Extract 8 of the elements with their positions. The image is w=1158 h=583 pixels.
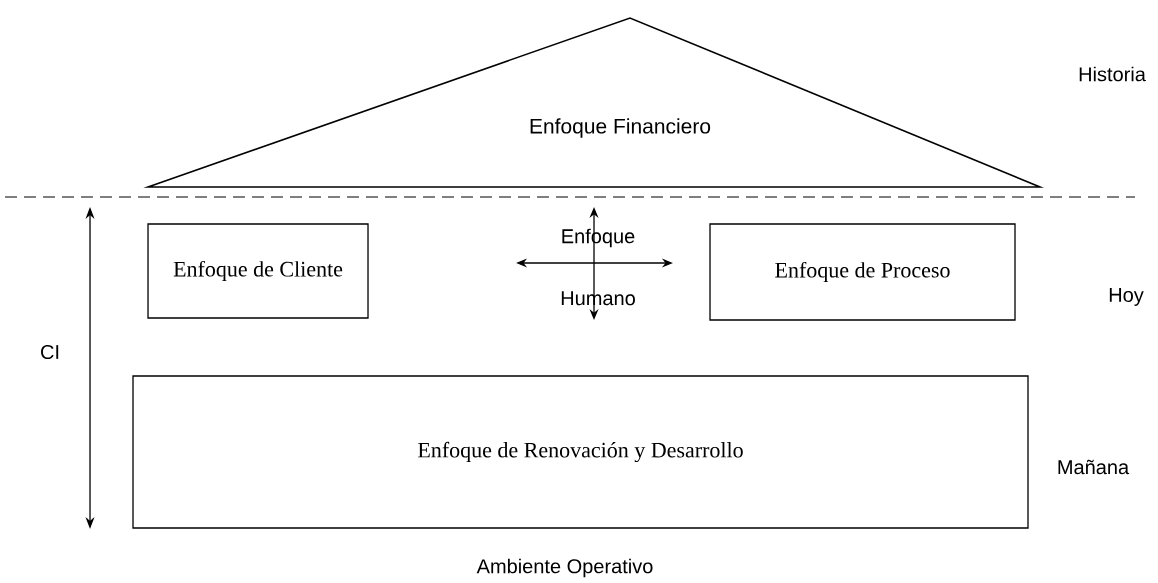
period-label: Hoy xyxy=(1109,288,1144,306)
period-label: Mañana xyxy=(1058,459,1130,475)
process-box: Enfoque de Cliente xyxy=(147,223,369,319)
footer-label: Ambiente Operativo xyxy=(476,558,653,578)
process-box: Enfoque de Renovación y Desarrollo xyxy=(132,375,1029,529)
span-label: CI xyxy=(41,344,59,360)
period-label: Historia xyxy=(1079,66,1146,82)
process-box: Enfoque de Proceso xyxy=(709,223,1016,321)
